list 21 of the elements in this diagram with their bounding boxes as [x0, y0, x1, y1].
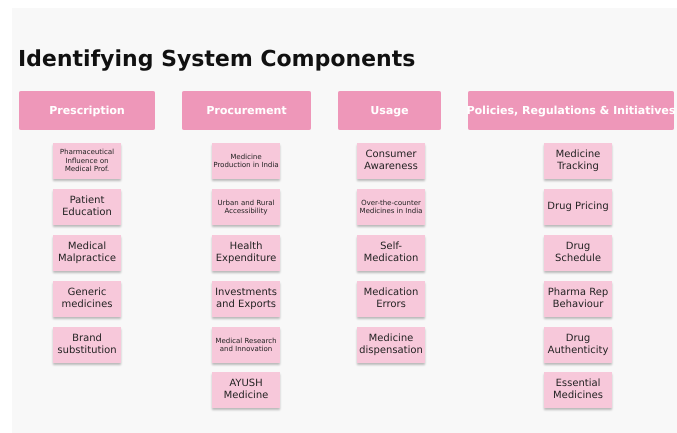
sticky-note: Medical Malpractice — [53, 235, 121, 271]
sticky-note: Medicine Tracking — [544, 143, 612, 179]
sticky-note: Essential Medicines — [544, 372, 612, 408]
sticky-note: Health Expenditure — [212, 235, 280, 271]
sticky-note: Consumer Awareness — [357, 143, 425, 179]
sticky-note: Brand substitution — [53, 327, 121, 363]
sticky-note: Patient Education — [53, 189, 121, 225]
sticky-note: Self-Medication — [357, 235, 425, 271]
sticky-note: Investments and Exports — [212, 281, 280, 317]
category-header: Usage — [338, 91, 441, 130]
category-header: Prescription — [19, 91, 155, 130]
sticky-note: Drug Authenticity — [544, 327, 612, 363]
category-header: Procurement — [182, 91, 311, 130]
sticky-note: Medicine dispensation — [357, 327, 425, 363]
title: Identifying System Components — [18, 47, 416, 72]
sticky-note: Medication Errors — [357, 281, 425, 317]
sticky-note: Drug Pricing — [544, 189, 612, 225]
sticky-note: Drug Schedule — [544, 235, 612, 271]
sticky-note: Pharma Rep Behaviour — [544, 281, 612, 317]
sticky-note: Generic medicines — [53, 281, 121, 317]
sticky-note: AYUSH Medicine — [212, 372, 280, 408]
